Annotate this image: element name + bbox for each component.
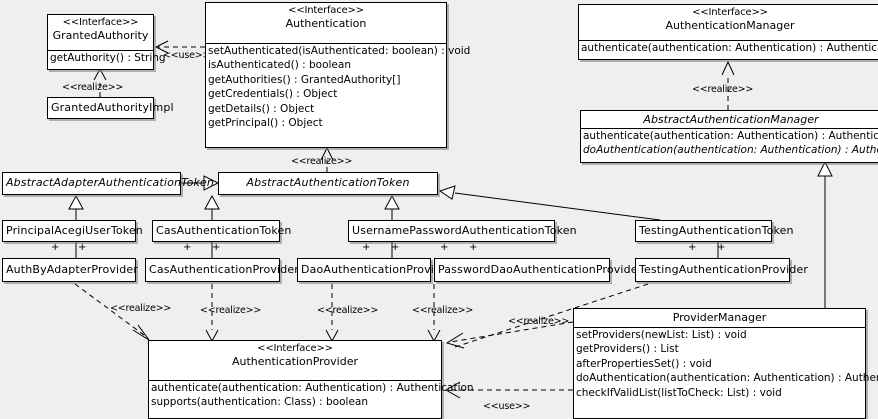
edge-label-realize-provider-manager: <<realize>> [508,316,570,327]
plus-marker: + [212,242,221,253]
class-box-abstract-adapter-authentication-token[interactable]: AbstractAdapterAuthenticationToken [2,172,215,195]
class-name: PasswordDaoAuthenticationProvider [438,263,643,276]
edge-label-realize-dao-provider: <<realize>> [317,305,379,316]
class-name: GrantedAuthority [52,29,149,43]
plus-marker: + [440,242,449,253]
operations-compartment: authenticate(authentication: Authenticat… [579,41,878,55]
class-name: Authentication [285,17,367,31]
plus-marker: + [469,242,478,253]
class-name: AuthenticationProvider [231,355,359,369]
class-box-cas-authentication-provider[interactable]: CasAuthenticationProvider [145,258,299,282]
operation-row: getPrincipal() : Object [208,116,323,129]
class-name: DaoAuthenticationProvider [301,263,453,276]
class-name: AbstractAdapterAuthenticationToken [6,176,215,189]
stereotype-label: <<Interface>> [288,5,364,16]
class-box-abstract-authentication-token[interactable]: AbstractAuthenticationToken [218,172,438,195]
operation-row: supports(authentication: Class) : boolea… [151,396,368,409]
class-box-abstract-authentication-manager[interactable]: AbstractAuthenticationManager authentica… [580,110,878,163]
class-box-authentication-manager[interactable]: <<Interface>> AuthenticationManager auth… [578,4,878,60]
operation-row: setProviders(newList: List) : void [576,329,747,341]
edge-label-realize-authentication-manager: <<realize>> [692,84,754,95]
operation-row: doAuthentication(authentication: Authent… [576,372,878,385]
operation-row: getCredentials() : Object [208,88,338,101]
edge-label-realize-auth-by-adapter-provider: <<realize>> [110,303,172,314]
plus-marker: + [78,242,87,253]
operation-row: getDetails() : Object [208,102,315,115]
plus-marker: + [362,242,371,253]
class-name: AbstractAuthenticationManager [643,113,819,126]
operation-row: authenticate(authentication: Authenticat… [583,130,878,142]
class-name: ProviderManager [672,311,767,324]
class-box-dao-authentication-provider[interactable]: DaoAuthenticationProvider [297,258,453,282]
class-name: CasAuthenticationToken [156,224,292,237]
plus-marker: + [183,242,192,253]
class-name: PrincipalAcegiUserToken [6,224,143,237]
class-name: UsernamePasswordAuthenticationToken [352,224,577,237]
class-box-granted-authority[interactable]: <<Interface>> GrantedAuthority getAuthor… [47,14,166,70]
class-box-auth-by-adapter-provider[interactable]: AuthByAdapterProvider [2,258,138,282]
class-box-testing-authentication-provider[interactable]: TestingAuthenticationProvider [635,258,809,282]
operations-compartment: setProviders(newList: List) : void getPr… [574,328,878,400]
class-box-provider-manager[interactable]: ProviderManager setProviders(newList: Li… [573,308,878,419]
class-box-testing-authentication-token[interactable]: TestingAuthenticationToken [635,220,794,242]
class-box-password-dao-authentication-provider[interactable]: PasswordDaoAuthenticationProvider [434,258,643,282]
operation-row: getProviders() : List [576,343,679,356]
operation-row: setAuthenticated(isAuthenticated: boolea… [208,45,471,57]
class-box-granted-authority-impl[interactable]: GrantedAuthorityImpl [47,97,174,119]
class-box-username-password-authentication-token[interactable]: UsernamePasswordAuthenticationToken [348,220,577,242]
stereotype-label: <<Interface>> [692,7,768,18]
edge-label-use-granted-authority: <<use>> [163,50,211,61]
operation-row: getAuthority() : String [50,52,166,64]
stereotype-label: <<Interface>> [257,343,333,354]
edge-label-realize-password-dao-provider: <<realize>> [412,305,474,316]
edge-label-realize-granted-authority-impl: <<realize>> [62,82,124,93]
operation-row: authenticate(authentication: Authenticat… [581,42,878,54]
stereotype-label: <<Interface>> [62,17,139,28]
class-name: GrantedAuthorityImpl [51,101,174,114]
class-name: AuthenticationManager [665,19,795,33]
operation-row: afterPropertiesSet() : void [576,357,712,370]
class-name: AbstractAuthenticationToken [246,176,410,189]
operations-compartment: setAuthenticated(isAuthenticated: boolea… [206,44,471,130]
edge-label-realize-authentication-token: <<realize>> [291,156,353,167]
class-name: AuthByAdapterProvider [6,263,138,276]
operations-compartment: authenticate(authentication: Authenticat… [149,381,474,410]
class-header: AbstractAuthenticationManager [581,111,878,129]
edge-label-realize-cas-provider: <<realize>> [200,305,262,316]
operation-row: authenticate(authentication: Authenticat… [151,382,474,394]
operations-compartment: getAuthority() : String [48,51,166,65]
class-header: <<Interface>> AuthenticationManager [579,5,878,41]
class-box-authentication[interactable]: <<Interface>> Authentication setAuthenti… [205,2,471,148]
operation-row: checkIfValidList(listToCheck: List) : vo… [576,386,782,399]
class-header: ProviderManager [574,309,865,328]
operation-row: getAuthorities() : GrantedAuthority[] [208,73,401,86]
class-header: <<Interface>> Authentication [206,3,446,44]
class-name: TestingAuthenticationProvider [639,263,809,276]
operation-row: isAuthenticated() : boolean [208,59,351,72]
plus-marker: + [391,242,400,253]
class-name: TestingAuthenticationToken [639,224,794,237]
operations-compartment: authenticate(authentication: Authenticat… [581,129,878,158]
edge-label-use-authentication-provider: <<use>> [483,401,531,412]
operation-row: doAuthentication(authentication: Authent… [583,144,878,157]
class-name: CasAuthenticationProvider [149,263,299,276]
plus-marker: + [717,242,726,253]
class-header: <<Interface>> AuthenticationProvider [149,341,441,381]
plus-marker: + [51,242,60,253]
class-header: <<Interface>> GrantedAuthority [48,15,153,51]
class-box-authentication-provider[interactable]: <<Interface>> AuthenticationProvider aut… [148,340,474,419]
class-box-principal-acegi-user-token[interactable]: PrincipalAcegiUserToken [2,220,143,242]
plus-marker: + [688,242,697,253]
class-box-cas-authentication-token[interactable]: CasAuthenticationToken [152,220,292,242]
